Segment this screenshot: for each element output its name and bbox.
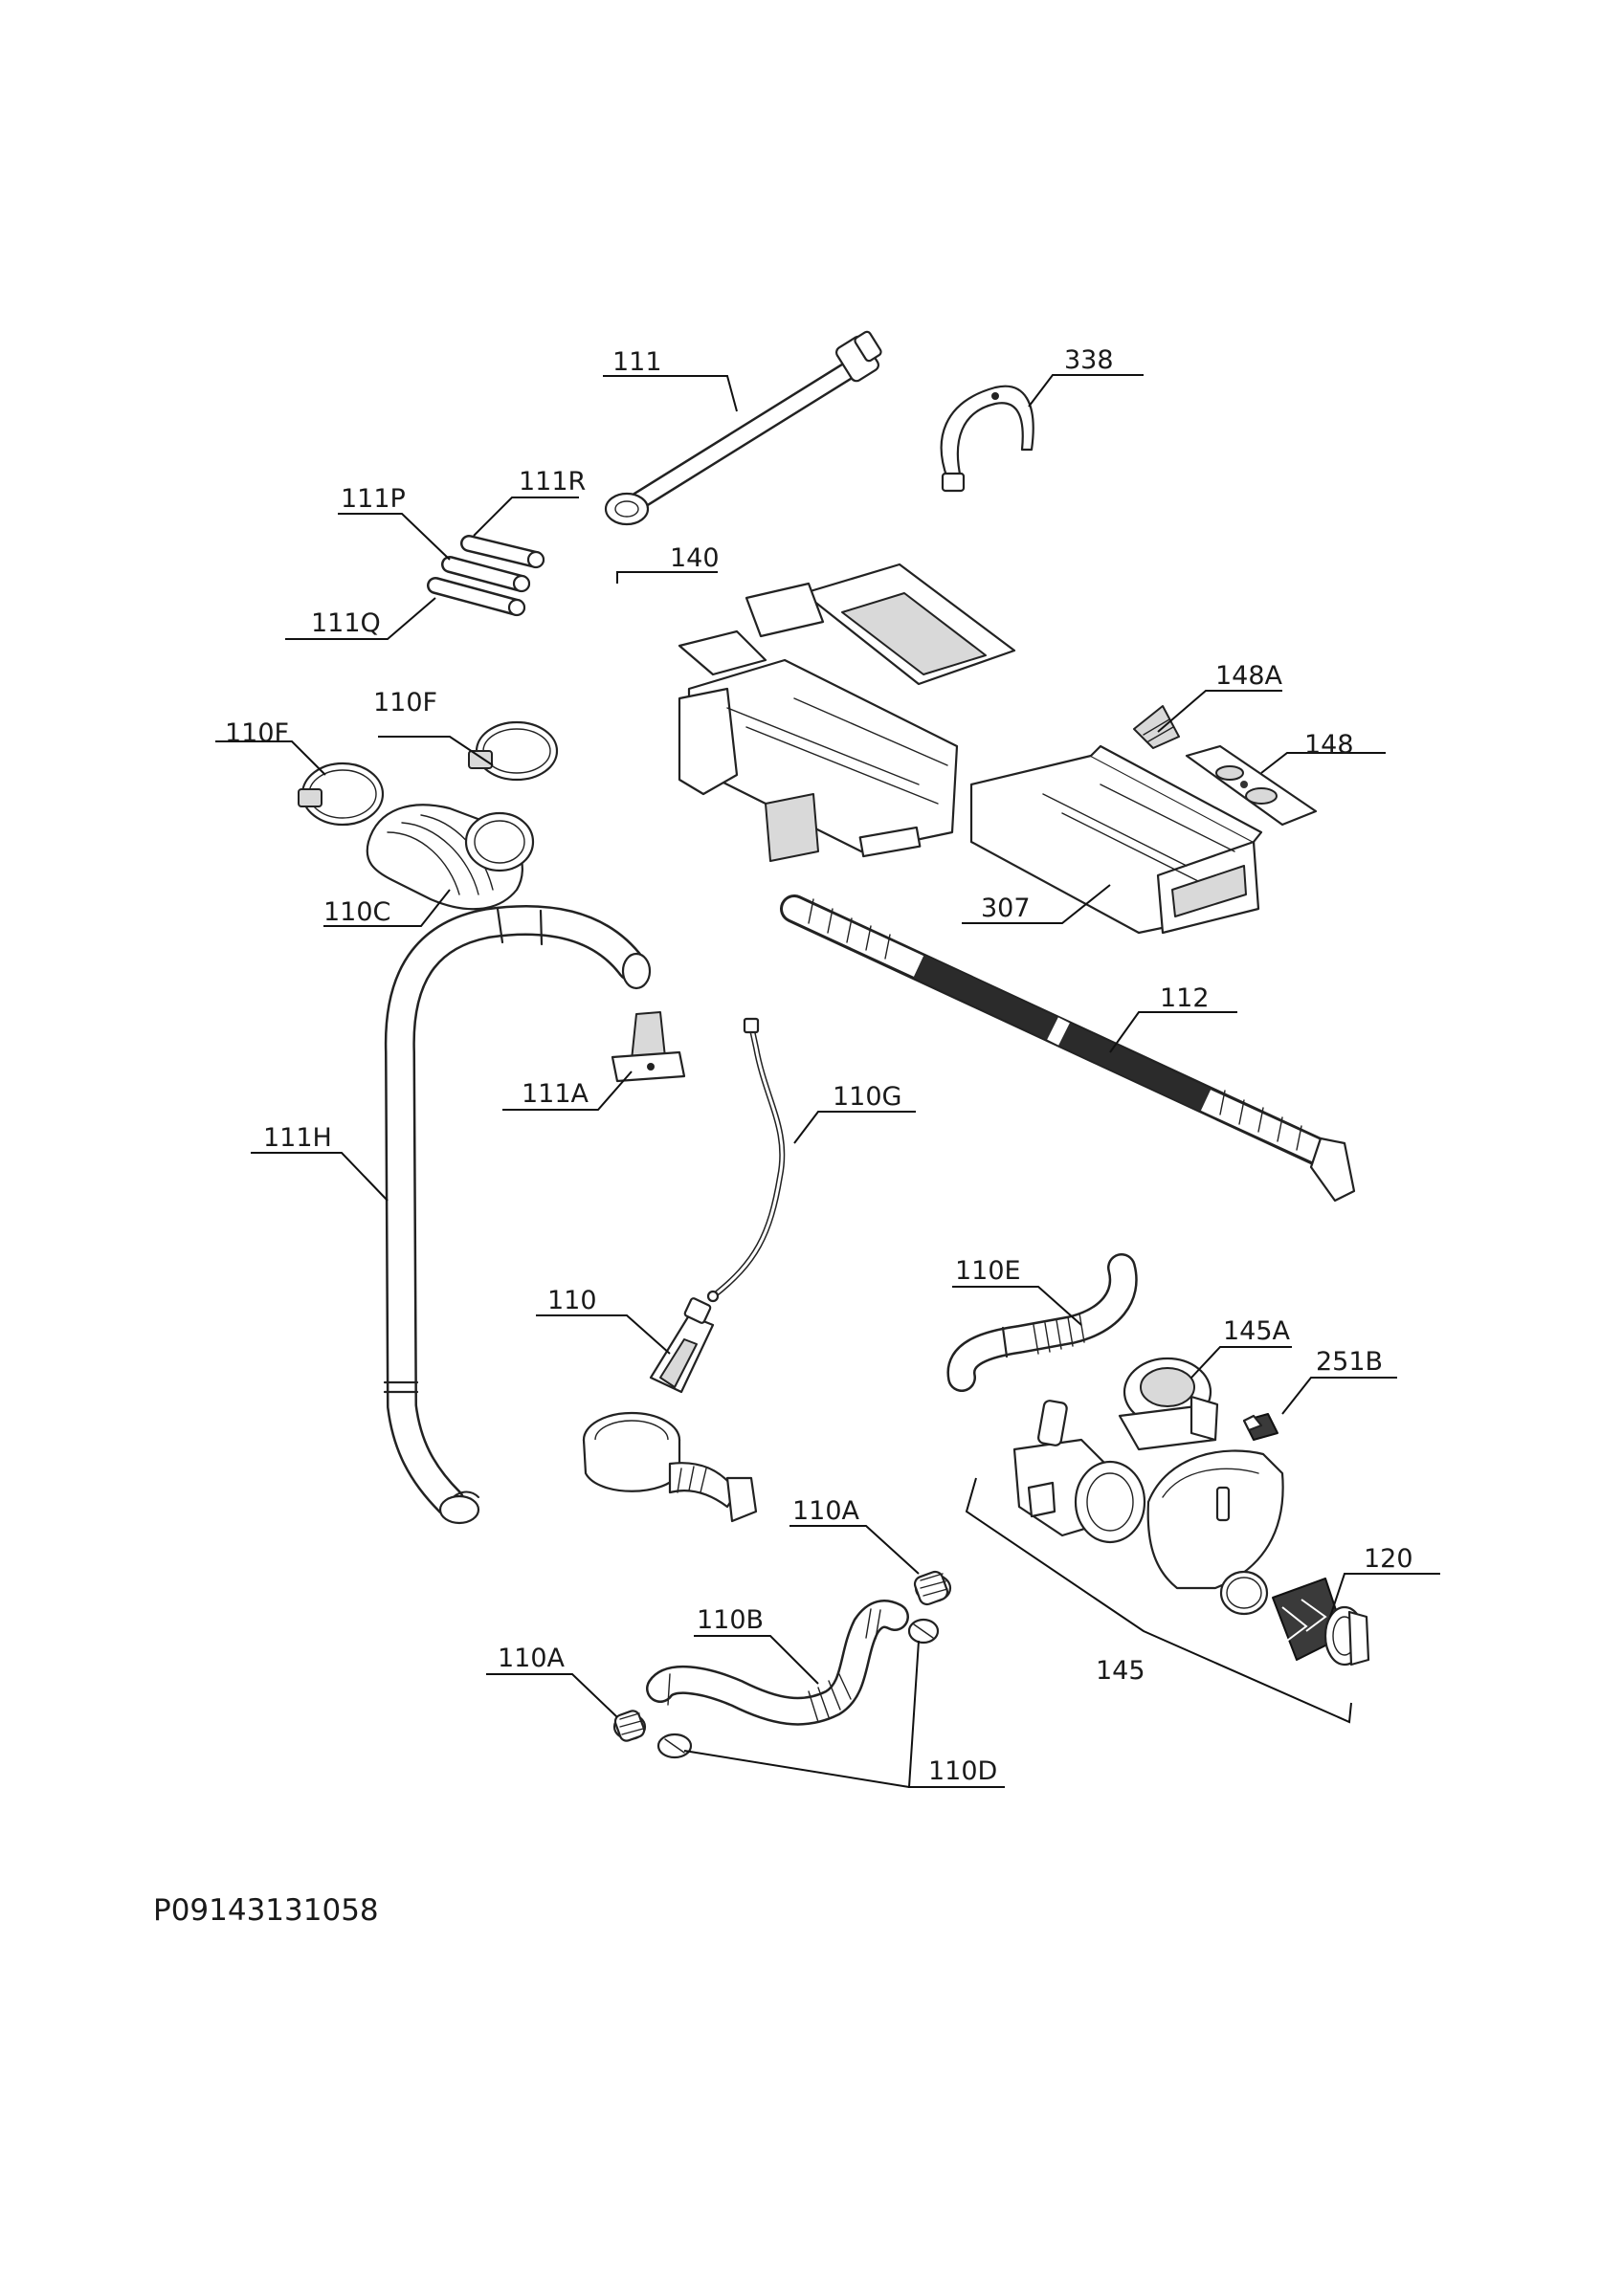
part-110A-couplings <box>612 1570 952 1742</box>
part-111-inlet-hose <box>604 330 882 526</box>
label-140: 140 <box>670 543 720 573</box>
label-110G: 110G <box>833 1082 901 1112</box>
part-110C-bellows-hose <box>366 804 535 911</box>
label-111R: 111R <box>519 467 586 497</box>
part-110E-bent-hose <box>946 1253 1138 1392</box>
label-251B: 251B <box>1316 1347 1383 1377</box>
label-111A: 111A <box>522 1079 589 1109</box>
part-111H-long-hose <box>383 905 652 1525</box>
part-110D-clamps <box>656 1618 940 1759</box>
label-148A: 148A <box>1215 661 1283 691</box>
label-110E: 110E <box>955 1256 1021 1286</box>
label-110D: 110D <box>928 1756 997 1786</box>
reference-code: P09143131058 <box>153 1893 379 1928</box>
part-307-detergent-drawer <box>969 744 1263 935</box>
label-110F-left: 110F <box>225 718 289 748</box>
label-110A-left: 110A <box>498 1644 566 1673</box>
part-110F-clamps <box>298 720 559 827</box>
label-120: 120 <box>1364 1544 1413 1574</box>
part-111A-connector <box>611 1011 686 1083</box>
bracket-145 <box>965 1477 1352 1724</box>
label-111P: 111P <box>341 484 406 514</box>
label-110A-right: 110A <box>792 1496 860 1526</box>
label-112: 112 <box>1160 983 1210 1013</box>
part-145-drain-pump-assembly <box>1012 1400 1284 1616</box>
label-307: 307 <box>981 894 1031 923</box>
part-251B-small-part <box>1242 1413 1278 1441</box>
part-111P-111R-111Q-rods <box>427 535 545 617</box>
label-111H: 111H <box>263 1123 332 1153</box>
label-110F-right: 110F <box>373 688 437 718</box>
part-120-filter <box>1272 1578 1370 1667</box>
part-112-drain-hose <box>780 894 1356 1203</box>
part-140-dispenser-housing <box>678 563 1016 862</box>
part-148-drawer-handle <box>1185 744 1318 827</box>
label-110: 110 <box>547 1286 597 1315</box>
label-111Q: 111Q <box>311 608 381 638</box>
label-110B: 110B <box>697 1605 764 1635</box>
label-110C: 110C <box>323 897 390 927</box>
part-110-sump-assembly <box>582 1297 758 1523</box>
label-145A: 145A <box>1223 1316 1291 1346</box>
part-145A-pump <box>1118 1357 1219 1451</box>
leader-lines <box>215 374 1440 1788</box>
part-110G-pressure-pipe <box>706 1017 786 1303</box>
label-111: 111 <box>612 347 662 377</box>
part-338-hose-hook <box>940 385 1034 493</box>
label-148: 148 <box>1304 730 1354 760</box>
part-110B-hose <box>646 1600 909 1726</box>
label-145: 145 <box>1096 1656 1145 1686</box>
label-338: 338 <box>1064 345 1114 375</box>
part-148A-clip <box>1133 705 1180 749</box>
